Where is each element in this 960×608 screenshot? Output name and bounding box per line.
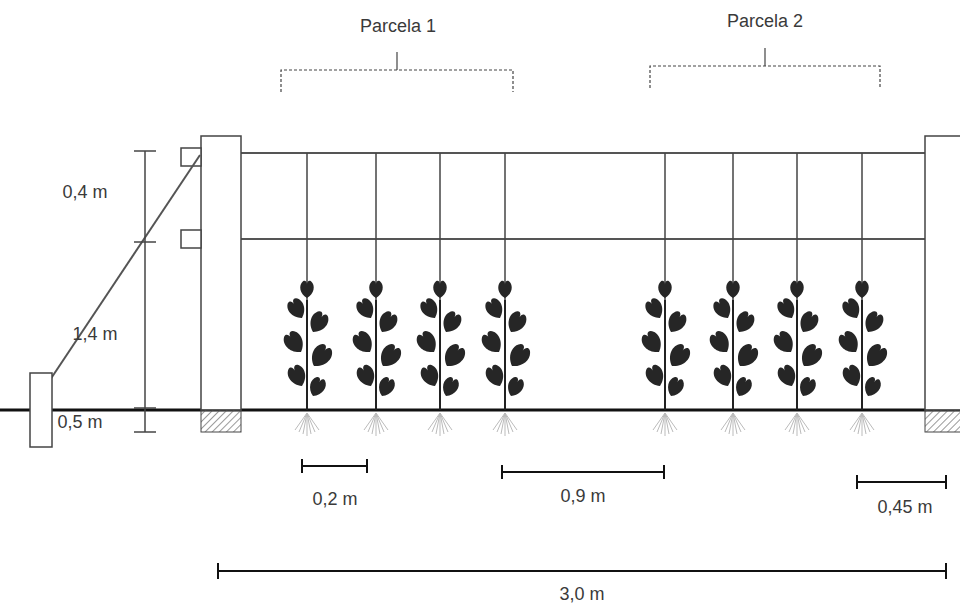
- plot-bracket: [281, 48, 880, 92]
- right-post: [925, 136, 960, 410]
- post-footing: [201, 410, 241, 432]
- dimension-label: 0,4 m: [62, 183, 107, 203]
- ground-line: [0, 409, 960, 412]
- dimension-label: 0,2 m: [312, 490, 357, 510]
- plant: [836, 153, 891, 436]
- plant: [639, 153, 694, 436]
- dimension-label: 0,5 m: [57, 413, 102, 433]
- plot-label: Parcela 2: [727, 12, 803, 32]
- spacing-dimension: [218, 459, 946, 579]
- wire-clamp: [181, 230, 201, 248]
- plant: [281, 153, 336, 436]
- plant: [479, 153, 534, 436]
- plant: [771, 153, 826, 436]
- plant: [414, 153, 469, 436]
- brace-wire: [42, 155, 200, 392]
- lower-wire: [241, 238, 960, 240]
- dimension-label: 0,9 m: [560, 487, 605, 507]
- post-footing: [925, 410, 960, 432]
- left-post: [201, 136, 241, 410]
- top-wire: [241, 152, 925, 154]
- plot-label: Parcela 1: [360, 17, 436, 37]
- plants: [281, 153, 891, 436]
- plant: [707, 153, 762, 436]
- dimension-label: 1,4 m: [72, 325, 117, 345]
- dimension-label: 0,45 m: [877, 498, 932, 518]
- plant: [350, 153, 405, 436]
- dimension-label: 3,0 m: [559, 585, 604, 605]
- height-dimension: [134, 151, 156, 432]
- anchor-stake: [30, 373, 52, 447]
